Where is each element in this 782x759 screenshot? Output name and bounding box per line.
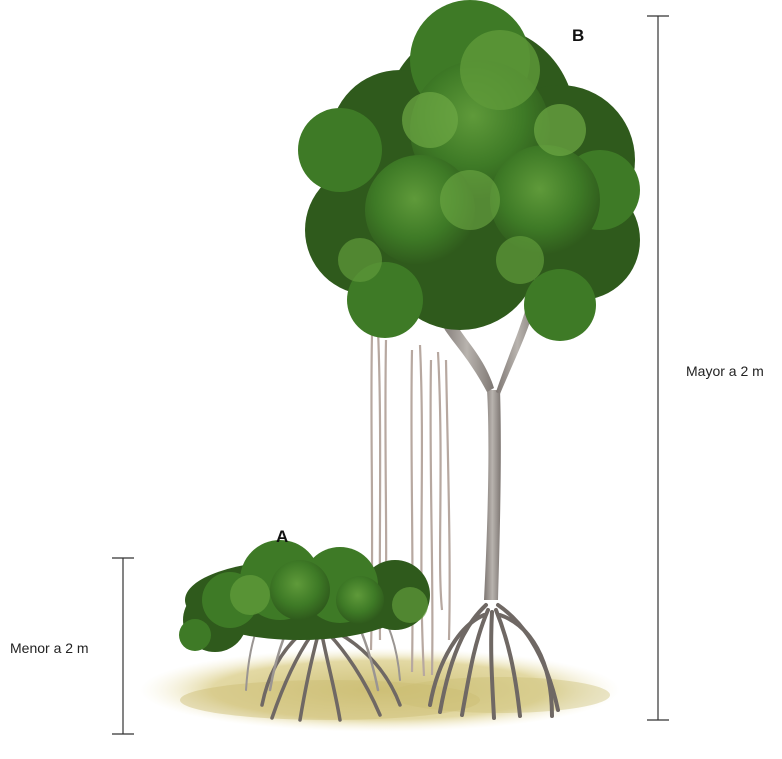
label-height-tall: Mayor a 2 m — [686, 363, 764, 379]
height-bracket-tall — [647, 16, 669, 720]
ground-mud — [140, 648, 620, 732]
tall-tree-canopy — [298, 0, 640, 341]
label-height-small: Menor a 2 m — [10, 640, 89, 656]
label-tree-b: B — [572, 26, 584, 46]
height-bracket-small — [112, 558, 134, 734]
label-tree-a: A — [276, 527, 288, 547]
